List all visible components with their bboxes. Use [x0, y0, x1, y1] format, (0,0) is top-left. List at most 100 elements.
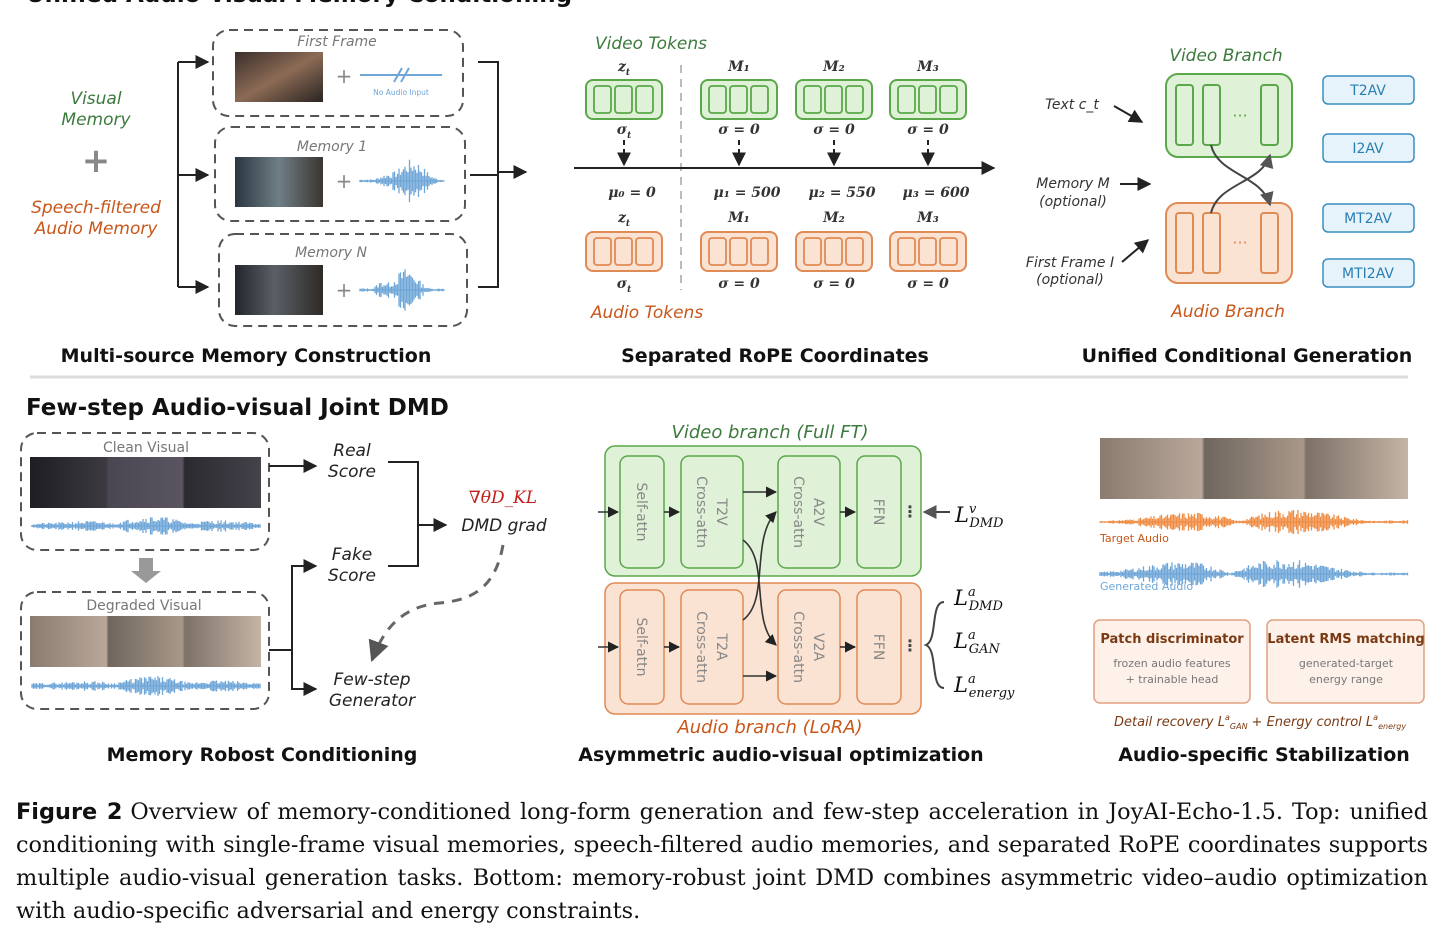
- fake-score-label-1: Fake: [332, 545, 373, 565]
- audio-branch-panel: [604, 582, 922, 715]
- plus-sign: +: [82, 141, 111, 181]
- top-section-title: Unified Audio-visual Memory Conditioning: [26, 0, 572, 8]
- fake-score-label-2: Score: [328, 566, 376, 586]
- audio-token-block: [700, 231, 778, 272]
- rope-audio-sigma: σ = 0: [907, 276, 949, 292]
- clean-visual-frames: [30, 457, 261, 508]
- rope-video-sigma: σ = 0: [907, 122, 949, 138]
- input-text-label: Text c_t: [1045, 97, 1099, 113]
- rope-audio-head: M₁: [727, 210, 750, 226]
- rope-audio-head: M₂: [822, 210, 845, 226]
- rope-caption: Separated RoPE Coordinates: [621, 345, 929, 367]
- memory-construction-caption: Multi-source Memory Construction: [61, 345, 432, 367]
- task-badge-mti2av: MTI2AV: [1322, 258, 1415, 288]
- rope-audio-sigma: σ = 0: [813, 276, 855, 292]
- visual-memory-label-1: Visual: [70, 89, 121, 109]
- memory-n-label: Memory N: [295, 245, 367, 261]
- video-branch-label: Video Branch: [1169, 46, 1282, 66]
- first-frame-thumbnail: [235, 52, 323, 102]
- task-badge-i2av: I2AV: [1322, 133, 1415, 163]
- rope-video-sigma: σ = 0: [718, 122, 760, 138]
- target-audio-label: Target Audio: [1099, 532, 1169, 545]
- audio-cross-attn-2: Cross-attn: [790, 611, 806, 683]
- generated-audio-label: Generated Audio: [1100, 580, 1193, 593]
- video-ffn: FFN: [870, 499, 886, 526]
- bottom-section-title: Few-step Audio-visual Joint DMD: [26, 395, 449, 421]
- video-token-block: [700, 79, 778, 120]
- memory-construction-panel: Visual Memory + Speech-filtered Audio Me…: [31, 29, 528, 367]
- unified-generation-panel: Video Branch ··· ··· Audio Branch Text c…: [1026, 46, 1415, 367]
- degraded-visual-frames: [30, 616, 261, 667]
- no-audio-note: No Audio Input: [373, 88, 429, 97]
- plus-icon: +: [336, 169, 353, 193]
- video-token-block: [585, 79, 663, 120]
- rope-mu-value: μ₂ = 550: [808, 185, 875, 201]
- rope-video-head: M₂: [822, 59, 845, 75]
- patch-discriminator-box: [1093, 619, 1251, 704]
- degraded-audio-waveform: [31, 676, 261, 696]
- first-frame-label: First Frame: [297, 34, 377, 50]
- rope-mu-value: μ₃ = 600: [902, 185, 969, 201]
- memory-robust-caption: Memory Robost Conditioning: [107, 744, 418, 766]
- rope-audio-sigma: σt: [617, 276, 632, 295]
- rope-audio-sigma: σ = 0: [718, 276, 760, 292]
- plus-icon: +: [336, 278, 353, 302]
- task-label: MT2AV: [1344, 211, 1392, 227]
- memory-1-waveform: [359, 159, 445, 203]
- audio-branch-box: [1165, 202, 1293, 284]
- memory-n-box: [218, 233, 468, 327]
- rope-video-head: M₃: [916, 59, 939, 75]
- rms-line-2: energy range: [1309, 673, 1383, 686]
- audio-v2a: V2A: [810, 633, 826, 661]
- latent-rms-box: [1266, 619, 1425, 704]
- video-branch-title: Video branch (Full FT): [672, 422, 869, 443]
- patch-discriminator-title: Patch discriminator: [1100, 632, 1244, 647]
- rope-audio-head: zt: [617, 210, 631, 229]
- clean-visual-label: Clean Visual: [103, 440, 189, 456]
- video-branch-panel: [604, 445, 922, 577]
- video-ellipsis: ⋮: [902, 502, 918, 521]
- video-token-block: [889, 79, 967, 120]
- audio-self-attn: Self-attn: [633, 617, 649, 676]
- audio-branch-title: Audio branch (LoRA): [676, 717, 862, 738]
- audio-token-block: [889, 231, 967, 272]
- memory-n-waveform: [359, 269, 445, 311]
- unified-generation-caption: Unified Conditional Generation: [1082, 345, 1413, 367]
- memory-robust-panel: Clean Visual Degraded Visual Real Score …: [20, 432, 547, 766]
- input-memory-optional: (optional): [1039, 194, 1107, 210]
- rope-video-sigma: σt: [617, 122, 632, 141]
- memory-n-thumbnail: [235, 265, 323, 315]
- video-cross-attn-1: Cross-attn: [693, 476, 709, 548]
- video-tokens-label: Video Tokens: [595, 34, 707, 54]
- figure-label: Figure 2: [16, 799, 123, 825]
- latent-rms-title: Latent RMS matching: [1267, 632, 1424, 647]
- stabilization-caption: Audio-specific Stabilization: [1118, 744, 1410, 766]
- rope-video-sigma: σ = 0: [813, 122, 855, 138]
- audio-ellipsis: ⋮: [902, 636, 918, 655]
- plus-icon: +: [336, 64, 353, 88]
- rope-video-head: zt: [617, 59, 631, 78]
- memory-1-thumbnail: [235, 157, 323, 207]
- visual-memory-label-2: Memory: [61, 110, 131, 130]
- target-audio-waveform: [1099, 509, 1409, 535]
- audio-token-block: [795, 231, 873, 272]
- figure-diagram: Unified Audio-visual Memory Conditioning…: [20, 0, 1425, 766]
- audio-memory-label-1: Speech-filtered: [31, 198, 161, 218]
- audio-branch-dots: ···: [1232, 233, 1247, 252]
- generated-audio-waveform: [1099, 560, 1409, 588]
- patch-line-1: frozen audio features: [1113, 657, 1231, 670]
- memory-1-box: [214, 126, 466, 222]
- input-first-frame-optional: (optional): [1036, 272, 1104, 288]
- degrade-arrow-icon: [131, 558, 161, 583]
- task-badge-t2av: T2AV: [1322, 75, 1415, 105]
- generator-label-2: Generator: [329, 691, 416, 711]
- target-video-frames: [1100, 438, 1408, 499]
- task-label: I2AV: [1352, 141, 1384, 157]
